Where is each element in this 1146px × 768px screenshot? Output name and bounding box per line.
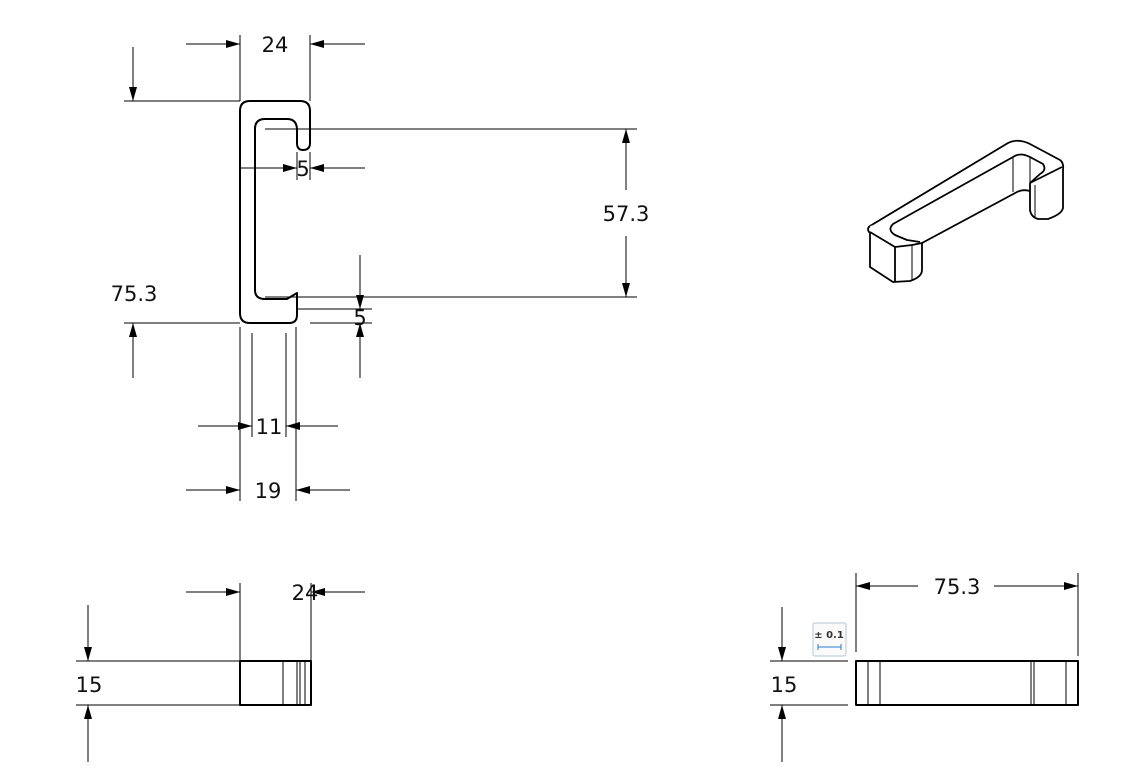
dim-label-side-width: 24 bbox=[292, 581, 319, 605]
dim-label-side-height: 15 bbox=[76, 673, 103, 697]
dim-label-hook-gap-bottom: 5 bbox=[353, 306, 366, 330]
bracket-outline-side-view bbox=[239, 660, 312, 706]
dimension-inner-opening: 57.3 bbox=[265, 128, 650, 298]
side-view: 24 15 bbox=[76, 581, 365, 762]
dimension-width-top: 24 bbox=[186, 33, 365, 101]
dimension-inner-width: 11 bbox=[198, 333, 338, 439]
dimension-overall-length: 75.3 bbox=[111, 47, 240, 378]
bracket-outline-top-view bbox=[239, 100, 311, 324]
dimension-front-height: 15 bbox=[770, 607, 848, 762]
dimension-outer-width: 19 bbox=[186, 327, 350, 503]
tolerance-arrow-icon bbox=[817, 644, 842, 650]
dim-label-width-top: 24 bbox=[262, 33, 289, 57]
top-view: 24 75.3 57.3 5 bbox=[111, 33, 650, 503]
dimension-side-height: 15 bbox=[76, 605, 240, 762]
front-view: 75.3 15 ± 0.1 bbox=[770, 573, 1079, 762]
isometric-view bbox=[867, 139, 1065, 283]
dimension-hook-gap-bottom: 5 bbox=[297, 255, 372, 378]
dim-label-front-height: 15 bbox=[771, 673, 798, 697]
dimension-hook-gap-top: 5 bbox=[240, 152, 365, 181]
dim-label-hook-gap-top: 5 bbox=[296, 157, 309, 181]
dimension-front-length: 75.3 bbox=[855, 573, 1079, 656]
tolerance-label: ± 0.1 bbox=[814, 630, 844, 641]
dim-label-inner-width: 11 bbox=[256, 415, 283, 439]
dimension-side-width: 24 bbox=[186, 581, 365, 661]
tolerance-badge[interactable]: ± 0.1 bbox=[812, 622, 847, 657]
dim-label-front-length: 75.3 bbox=[934, 575, 981, 599]
dim-label-overall-length: 75.3 bbox=[111, 282, 158, 306]
dim-label-inner-opening: 57.3 bbox=[603, 202, 650, 226]
bracket-outline-front-view bbox=[855, 660, 1079, 706]
dim-label-outer-width: 19 bbox=[255, 479, 282, 503]
